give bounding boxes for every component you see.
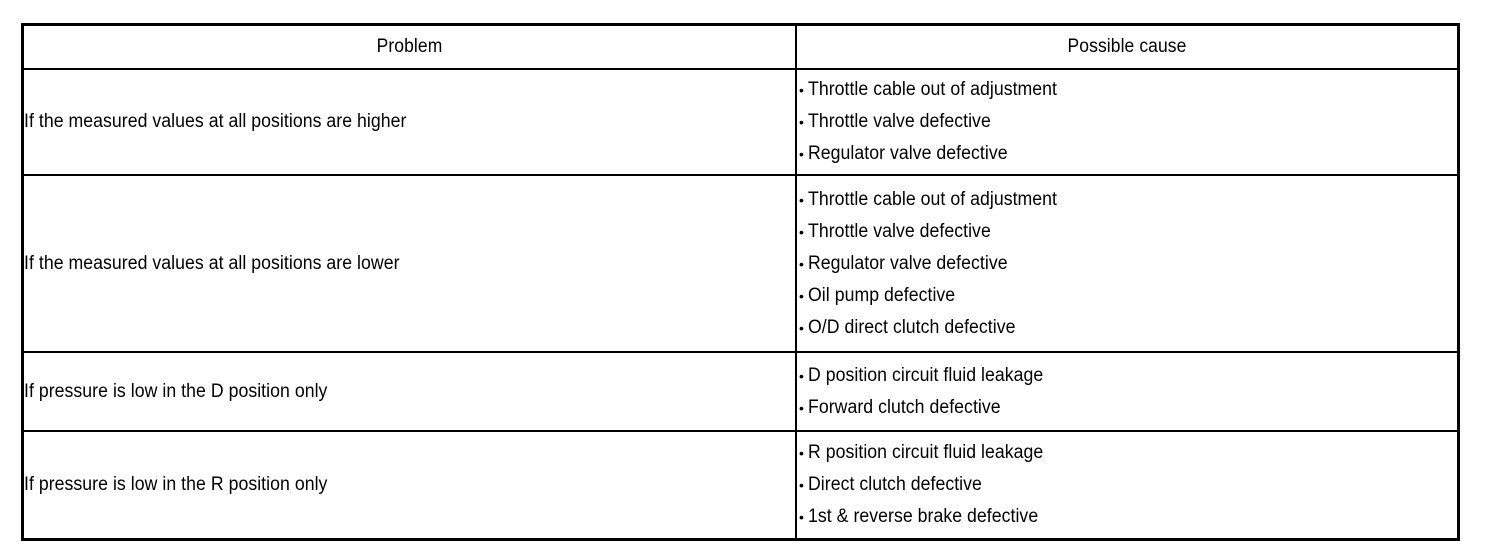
cause-list: • D position circuit fluid leakage • For… (797, 360, 1457, 424)
bullet-icon: • (799, 509, 804, 525)
cause-text: Throttle valve defective (808, 111, 991, 132)
cause-list-item: • R position circuit fluid leakage (797, 437, 1457, 469)
cause-text: Throttle cable out of adjustment (808, 188, 1058, 210)
problem-cell: If the measured values at all positions … (22, 174, 797, 353)
cause-cell: • Throttle cable out of adjustment • Thr… (795, 68, 1459, 176)
cause-cell: • D position circuit fluid leakage • For… (795, 351, 1459, 432)
column-header-problem: Problem (22, 24, 797, 70)
cause-list: • R position circuit fluid leakage • Dir… (797, 437, 1457, 533)
troubleshooting-table: Problem Possible cause If the measured v… (21, 23, 1460, 541)
bullet-icon: • (799, 445, 804, 461)
column-header-possible-cause-label: Possible cause (1067, 36, 1187, 57)
problem-cell: If pressure is low in the R position onl… (22, 430, 797, 540)
bullet-icon: • (799, 82, 804, 98)
problem-cell: If the measured values at all positions … (22, 68, 797, 176)
cause-list-item: • Throttle cable out of adjustment (797, 74, 1457, 106)
cause-list: • Throttle cable out of adjustment • Thr… (797, 74, 1457, 170)
cause-text: Regulator valve defective (808, 143, 1008, 164)
bullet-icon: • (799, 399, 804, 416)
column-header-problem-label: Problem (376, 36, 443, 57)
cause-list-item: • Regulator valve defective (797, 248, 1457, 280)
cause-text: 1st & reverse brake defective (808, 506, 1039, 527)
cause-list-item: • Throttle valve defective (797, 106, 1457, 138)
bullet-icon: • (799, 223, 804, 240)
cause-text: Forward clutch defective (808, 396, 1001, 418)
cause-list-item: • O/D direct clutch defective (797, 312, 1457, 344)
bullet-icon: • (799, 191, 804, 208)
table-row: If the measured values at all positions … (22, 68, 1459, 176)
problem-text: If the measured values at all positions … (24, 252, 400, 274)
cause-list-item: • D position circuit fluid leakage (797, 360, 1457, 392)
cause-cell: • Throttle cable out of adjustment • Thr… (795, 174, 1459, 353)
table-row: If the measured values at all positions … (22, 174, 1459, 353)
table-header-row: Problem Possible cause (22, 24, 1459, 70)
cause-text: R position circuit fluid leakage (808, 442, 1044, 463)
cause-text: Throttle cable out of adjustment (808, 79, 1058, 100)
cause-list-item: • Regulator valve defective (797, 138, 1457, 170)
cause-text: D position circuit fluid leakage (808, 364, 1044, 386)
cause-text: Throttle valve defective (808, 220, 991, 242)
problem-text: If pressure is low in the R position onl… (24, 474, 328, 495)
bullet-icon: • (799, 287, 804, 304)
column-header-possible-cause: Possible cause (795, 24, 1459, 70)
cause-list-item: • Direct clutch defective (797, 469, 1457, 501)
bullet-icon: • (799, 477, 804, 493)
problem-text: If the measured values at all positions … (24, 111, 407, 132)
cause-text: Regulator valve defective (808, 252, 1008, 274)
problem-text: If pressure is low in the D position onl… (24, 380, 328, 402)
cause-cell: • R position circuit fluid leakage • Dir… (795, 430, 1459, 540)
table-body: If the measured values at all positions … (22, 68, 1459, 540)
cause-text: O/D direct clutch defective (808, 316, 1016, 338)
cause-list-item: • Throttle cable out of adjustment (797, 184, 1457, 216)
bullet-icon: • (799, 319, 804, 336)
cause-list-item: • Throttle valve defective (797, 216, 1457, 248)
bullet-icon: • (799, 114, 804, 130)
table-row: If pressure is low in the R position onl… (22, 430, 1459, 540)
cause-list-item: • Oil pump defective (797, 280, 1457, 312)
bullet-icon: • (799, 255, 804, 272)
table-header: Problem Possible cause (22, 24, 1459, 70)
cause-text: Oil pump defective (808, 284, 956, 306)
bullet-icon: • (799, 367, 804, 384)
cause-text: Direct clutch defective (808, 474, 982, 495)
cause-list-item: • Forward clutch defective (797, 392, 1457, 424)
problem-cell: If pressure is low in the D position onl… (22, 351, 797, 432)
table-row: If pressure is low in the D position onl… (22, 351, 1459, 432)
cause-list: • Throttle cable out of adjustment • Thr… (797, 184, 1457, 344)
bullet-icon: • (799, 146, 804, 162)
cause-list-item: • 1st & reverse brake defective (797, 501, 1457, 533)
